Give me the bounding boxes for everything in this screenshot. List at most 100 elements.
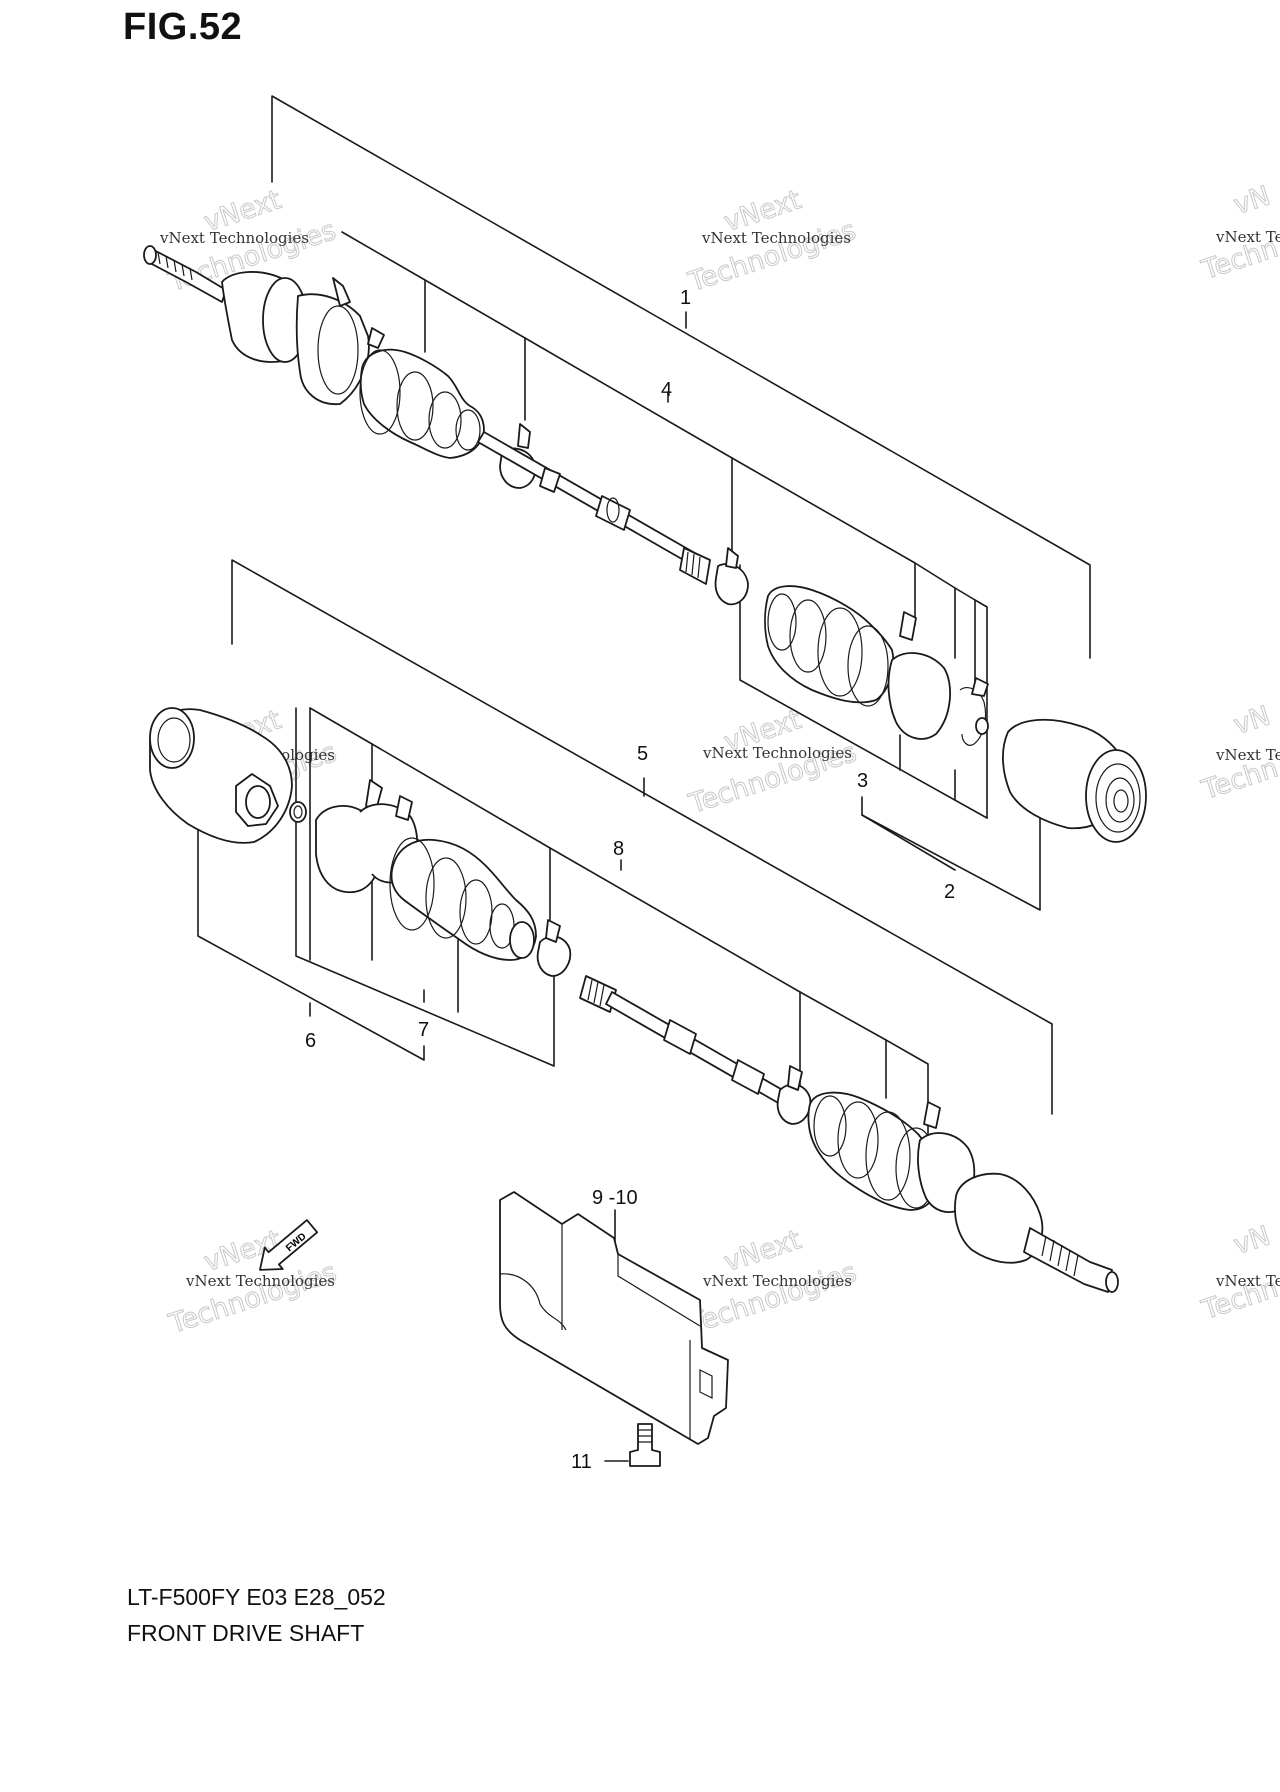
watermark-edge-small: vNext Te — [1215, 228, 1280, 246]
guard-plate-fold-3 — [617, 1254, 701, 1327]
clamp-tab — [332, 277, 351, 307]
circlip-tab — [971, 677, 989, 697]
shaft-damper-ring — [606, 497, 620, 523]
leader-bracket-4g — [974, 599, 988, 819]
inner-joint-face-ring-3 — [1113, 789, 1129, 813]
figure-name: FRONT DRIVE SHAFT — [127, 1620, 365, 1646]
model-code: LT-F500FY E03 E28_052 — [127, 1584, 386, 1610]
inner-small-clamp-tab — [725, 547, 739, 569]
watermark-edge-small: vNext Te — [1215, 746, 1280, 764]
inner-small-clamp — [714, 563, 749, 606]
lower-small-clamp — [536, 935, 572, 977]
watermark-company: vNext Technologies — [185, 1272, 335, 1290]
lower-boot-rib-2 — [425, 857, 467, 939]
leader-bracket-4h — [739, 564, 988, 819]
leader-bracket-3 — [861, 796, 956, 871]
lower-circlip-inner — [293, 805, 303, 819]
watermark-brand-bottom: Technologies — [165, 1257, 340, 1340]
lower-housing-face-ring — [157, 717, 191, 763]
forward-direction-arrow: FWD — [259, 1219, 319, 1271]
lower-damper-1 — [663, 1019, 697, 1055]
guard-plate-fold-2 — [499, 1273, 567, 1331]
watermark-brand-bottom: Technologies — [684, 215, 859, 298]
shaft-damper-2 — [595, 495, 631, 531]
inner-boot-rib-2 — [789, 599, 827, 673]
watermark-company: vNext Technologies — [159, 229, 309, 247]
watermark-brand-bottom: Technologies — [685, 1257, 860, 1340]
bolt-11-thread — [638, 1429, 652, 1443]
clamp-tab-b — [367, 327, 385, 349]
lower-outer-joint-end — [1105, 1271, 1119, 1293]
outer-joint-end — [143, 245, 157, 265]
inner-joint-face-ring-2 — [1105, 777, 1135, 823]
figure-title: FIG.52 — [123, 6, 243, 48]
callout-2: 2 — [944, 881, 955, 903]
lower-shaft-spline-lines — [587, 979, 605, 1007]
lower-small-clamp-tab — [545, 919, 561, 943]
watermark-company: vNext Technologies — [702, 1272, 852, 1290]
watermark-edge-brand: vN — [1230, 180, 1274, 221]
leader-bracket-8c — [549, 847, 801, 1091]
inner-boot-rib-1 — [767, 593, 797, 651]
watermark-brand-top: vNext — [720, 1224, 805, 1278]
callout-6: 6 — [305, 1030, 316, 1052]
callout-7: 7 — [418, 1019, 429, 1041]
lower-outer-boot-rib-2 — [837, 1101, 879, 1179]
callout-11: 11 — [571, 1451, 592, 1473]
outer-clamp-inner — [317, 305, 359, 395]
callout-4: 4 — [661, 379, 672, 401]
callout-5: 5 — [637, 743, 648, 765]
circlip-small — [975, 717, 989, 735]
callout-3: 3 — [857, 770, 868, 792]
lower-outer-small-clamp — [776, 1083, 812, 1125]
guard-plate-assembly — [499, 1191, 729, 1467]
lower-boot-rib-1 — [389, 837, 435, 931]
inner-large-clamp-tab — [899, 611, 917, 641]
watermark-edge-brand: vN — [1230, 1220, 1274, 1261]
inner-large-clamp — [887, 652, 951, 740]
bolt-11 — [629, 1423, 661, 1467]
lower-second-clamp-tab — [395, 795, 413, 821]
lower-outer-boot-rib-1 — [813, 1095, 847, 1157]
callout-1: 1 — [680, 287, 691, 309]
leader-bracket-4c — [524, 337, 733, 566]
leader-bracket-8d — [799, 991, 887, 1099]
inner-boot — [764, 585, 895, 704]
lower-damper-2 — [731, 1059, 765, 1095]
leader-bracket-1 — [271, 95, 1091, 659]
shaft-spline-inner — [679, 547, 711, 585]
drive-shaft-upper — [477, 431, 701, 567]
drive-shaft-guard-plate — [499, 1191, 729, 1445]
outer-boot-rib-4 — [455, 409, 481, 451]
lower-shaft-assembly — [149, 559, 1119, 1293]
callout-8: 8 — [613, 838, 624, 860]
outer-boot-rib-1 — [359, 349, 401, 435]
inner-joint-face-ring-1 — [1095, 763, 1141, 833]
watermark-edge-brand: vN — [1230, 700, 1274, 741]
lower-boot-rib-3 — [459, 879, 493, 945]
watermark-edge-small: vNext Te — [1215, 1272, 1280, 1290]
lower-housing-face — [149, 707, 195, 769]
lower-outer-large-clamp-tab — [923, 1101, 941, 1129]
lower-outer-small-clamp-tab — [787, 1065, 803, 1091]
lower-boot-neck — [509, 921, 535, 959]
lower-outer-joint-spline-lines — [1041, 1235, 1079, 1277]
shaft-damper-1 — [539, 467, 561, 493]
outer-boot — [359, 348, 485, 459]
lower-circlip — [289, 801, 307, 823]
inner-boot-rib-4 — [847, 625, 889, 707]
leader-bracket-7 — [295, 707, 555, 1067]
lower-boot — [390, 838, 537, 961]
callout-9-10: 9 -10 — [592, 1187, 638, 1209]
drive-shaft-lower — [605, 991, 801, 1113]
tripod-hub — [245, 785, 271, 819]
upper-shaft-assembly — [143, 95, 1147, 911]
shaft-spline-lines — [685, 551, 701, 579]
leader-bracket-4f — [954, 587, 976, 691]
inner-boot-rib-3 — [817, 607, 863, 697]
guard-plate-slot — [699, 1369, 713, 1399]
watermark-company: vNext Technologies — [701, 229, 851, 247]
lower-outer-boot-rib-3 — [865, 1111, 911, 1201]
outer-boot-rib-3 — [428, 391, 462, 449]
outer-boot-rib-2 — [396, 371, 434, 441]
